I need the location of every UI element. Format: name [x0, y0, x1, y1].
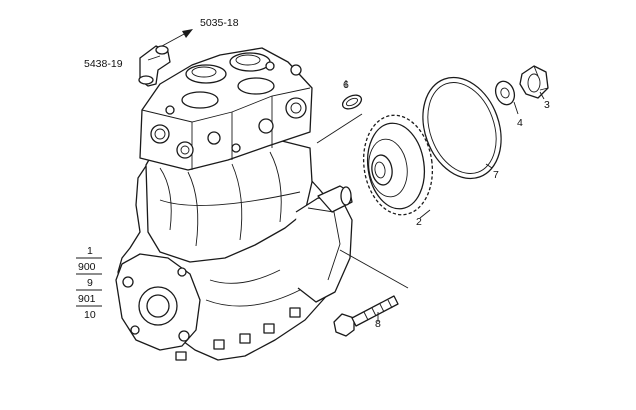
callout-part-7: 7 [493, 169, 499, 181]
ref-stack-item: 10 [84, 309, 96, 321]
callout-5438-19: 5438-19 [84, 58, 123, 70]
bolt [333, 295, 399, 337]
reference-stack: 1 900 9 901 10 [76, 245, 102, 321]
callout-labels: 5035-18 5438-19 6 3 4 7 2 8 [84, 17, 550, 330]
ref-stack-item: 1 [87, 245, 93, 257]
gasket-ring [341, 94, 363, 110]
callout-part-4: 4 [517, 117, 523, 129]
callout-part-2: 2 [416, 216, 422, 228]
callout-part-8: 8 [375, 318, 381, 330]
leader-lines [316, 80, 545, 322]
compressor-assembly [115, 47, 353, 361]
o-ring [422, 76, 502, 180]
ref-stack-item: 900 [78, 261, 96, 273]
hex-nut [519, 65, 549, 99]
ref-stack-item: 9 [87, 277, 93, 289]
callout-part-6: 6 [343, 79, 349, 91]
washer [494, 80, 516, 106]
reference-arrow-5035-18 [161, 29, 193, 47]
callout-5035-18: 5035-18 [200, 17, 239, 29]
drive-gear [362, 114, 434, 216]
elbow-fitting [138, 45, 171, 87]
ref-stack-item: 901 [78, 293, 96, 305]
callout-part-3: 3 [544, 99, 550, 111]
